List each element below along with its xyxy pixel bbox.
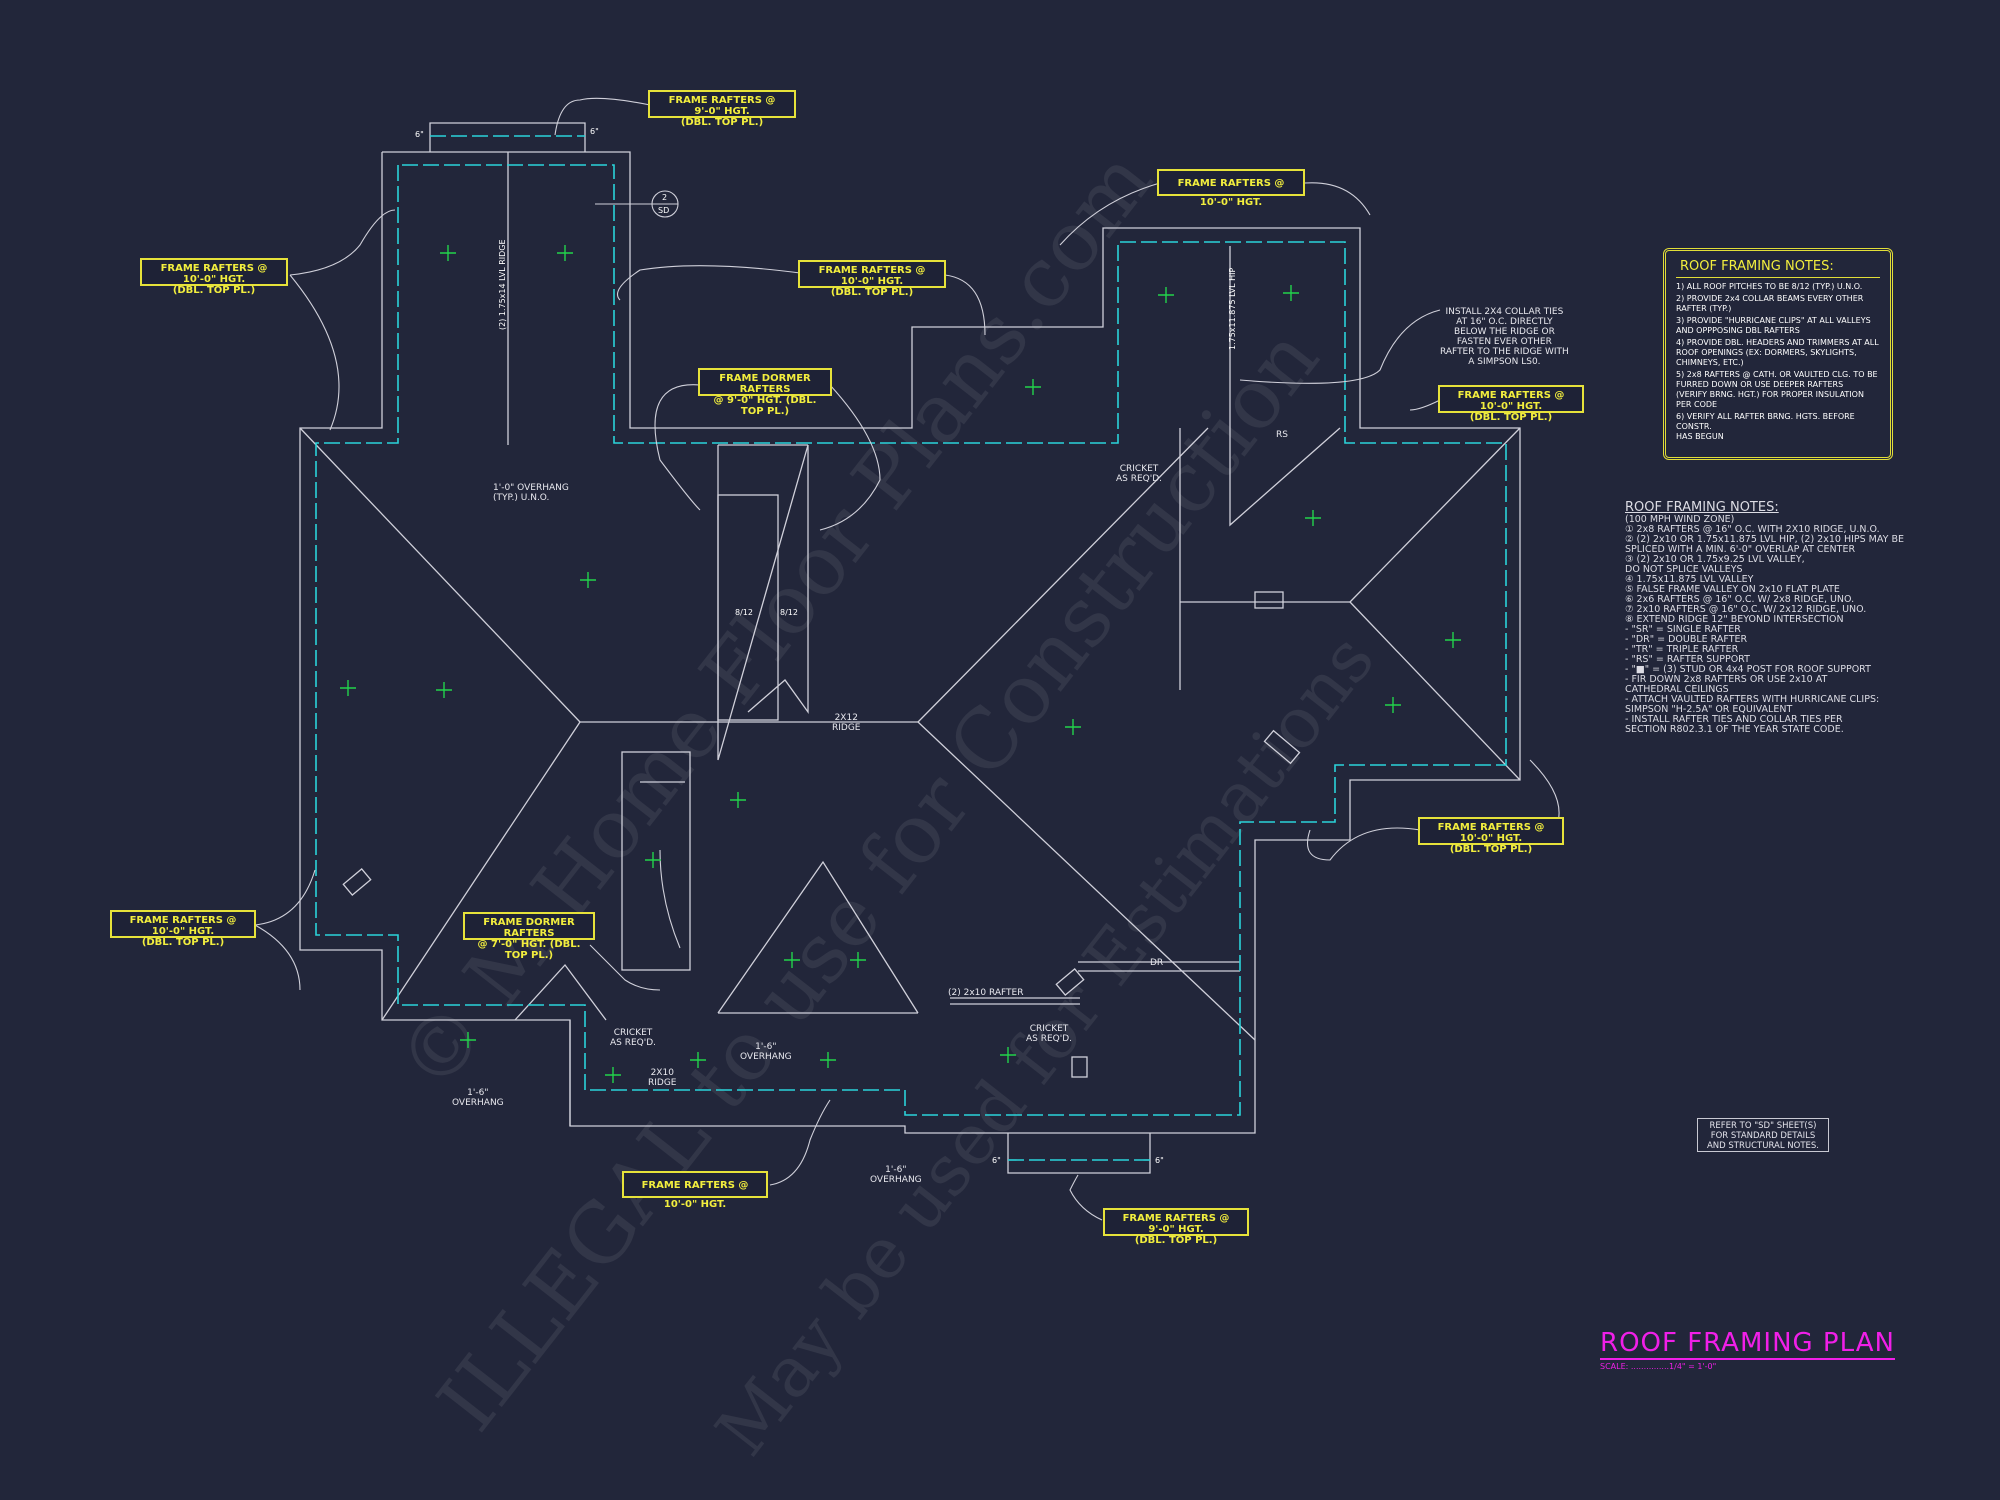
ridge-lvl-label: (2) 1.75x14 LVL RIDGE [498, 239, 507, 330]
hip-line [299, 427, 581, 723]
notes-list-item: - "SR" = SINGLE RAFTER [1625, 624, 1741, 635]
ridge-2x10-label: 2X10 RIDGE [648, 1068, 677, 1088]
callout-frame-rafters-bottom: FRAME RAFTERS @ 9'-0" HGT. (DBL. TOP PL.… [1103, 1208, 1249, 1246]
dim-six-inch: 6" [992, 1156, 1001, 1165]
overhang-main-note: 1'-0" OVERHANG (TYP.) U.N.O. [493, 483, 569, 503]
notes-box-item: 2) PROVIDE 2x4 COLLAR BEAMS EVERY OTHER … [1676, 294, 1864, 313]
cricket-note-a: CRICKET AS REQ'D. [1116, 464, 1163, 484]
notes-list-item: ③ (2) 2x10 OR 1.75x9.25 LVL VALLEY, DO N… [1625, 554, 1805, 575]
notes-list-item: ⑦ 2x10 RAFTERS @ 16" O.C. W/ 2x12 RIDGE,… [1625, 604, 1867, 615]
dim-six-inch: 6" [590, 127, 599, 136]
callout-frame-rafters-left: FRAME RAFTERS @ 10'-0" HGT. (DBL. TOP PL… [140, 258, 288, 296]
dim-pitch: 8/12 [780, 608, 798, 617]
callout-frame-dormer-rafters-low: FRAME DORMER RAFTERS @ 7'-0" HGT. (DBL. … [463, 912, 595, 961]
dr-label: DR [1150, 958, 1164, 968]
notes-box-item: 4) PROVIDE DBL. HEADERS AND TRIMMERS AT … [1676, 338, 1879, 367]
rafter-2x10-label: (2) 2x10 RAFTER [948, 988, 1024, 998]
section-tag-top: 2 [662, 193, 668, 202]
notes-list-item: - "TR" = TRIPLE RAFTER [1625, 644, 1739, 655]
overhang-note-b: 1'-6" OVERHANG [740, 1042, 792, 1062]
notes-list-item: ① 2x8 RAFTERS @ 16" O.C. WITH 2X10 RIDGE… [1625, 524, 1880, 535]
notes-list-item: - "DR" = DOUBLE RAFTER [1625, 634, 1748, 645]
section-tag-bottom: SD [658, 206, 670, 215]
notes-list-item: - "RS" = RAFTER SUPPORT [1625, 654, 1750, 665]
notes-list-item: ⑤ FALSE FRAME VALLEY ON 2x10 FLAT PLATE [1625, 584, 1840, 595]
callout-frame-rafters-west: FRAME RAFTERS @ 10'-0" HGT. (DBL. TOP PL… [110, 910, 256, 948]
notes-list-item: (100 MPH WIND ZONE) [1625, 514, 1735, 525]
callout-frame-rafters-top: FRAME RAFTERS @ 9'-0" HGT. (DBL. TOP PL.… [648, 90, 796, 128]
notes-box-title: ROOF FRAMING NOTES: [1676, 257, 1880, 278]
callout-frame-dormer-rafters-top: FRAME DORMER RAFTERS @ 9'-0" HGT. (DBL. … [698, 368, 832, 417]
notes-list-item: ② (2) 2x10 OR 1.75x11.875 LVL HIP, (2) 2… [1625, 534, 1904, 555]
notes-list-item: ④ 1.75x11.875 LVL VALLEY [1625, 574, 1754, 585]
notes-list-item: - "■" = (3) STUD OR 4x4 POST FOR ROOF SU… [1625, 664, 1871, 675]
dim-pitch: 8/12 [735, 608, 753, 617]
notes-list-item: - ATTACH VAULTED RAFTERS WITH HURRICANE … [1625, 694, 1880, 715]
cricket-note-b: CRICKET AS REQ'D. [610, 1028, 657, 1048]
dim-six-inch: 6" [415, 130, 424, 139]
overhang-note-a: 1'-6" OVERHANG [452, 1088, 504, 1108]
notes-list-item: - FIR DOWN 2x8 RAFTERS OR USE 2x10 AT CA… [1625, 674, 1828, 695]
rs-label: RS [1276, 430, 1288, 440]
sheet-scale: SCALE: ...............1/4" = 1'-0" [1600, 1362, 1717, 1371]
callout-frame-rafters-south: FRAME RAFTERS @ 10'-0" HGT. [622, 1171, 768, 1210]
notes-box-item: 3) PROVIDE "HURRICANE CLIPS" AT ALL VALL… [1676, 316, 1871, 335]
overhang-note-c: 1'-6" OVERHANG [870, 1165, 922, 1185]
dim-six-inch: 6" [1155, 1156, 1164, 1165]
notes-box-item: 6) VERIFY ALL RAFTER BRNG. HGTS. BEFORE … [1676, 412, 1855, 441]
notes-list-title: ROOF FRAMING NOTES: [1625, 500, 1779, 515]
notes-box-item: 1) ALL ROOF PITCHES TO BE 8/12 (TYP.) U.… [1676, 282, 1863, 291]
wall-line [315, 164, 1507, 1116]
reference-note-box: REFER TO "SD" SHEET(S) FOR STANDARD DETA… [1697, 1118, 1829, 1152]
callout-frame-rafters-east: FRAME RAFTERS @ 10'-0" HGT. (DBL. TOP PL… [1438, 385, 1584, 423]
roof-framing-notes-list: ROOF FRAMING NOTES: (100 MPH WIND ZONE) … [1625, 500, 1925, 735]
hip-lvl-label: 1.75x11.875 LVL HIP [1228, 267, 1237, 350]
callout-frame-rafters-mid: FRAME RAFTERS @ 10'-0" HGT. (DBL. TOP PL… [798, 260, 946, 298]
callout-frame-rafters-ne: FRAME RAFTERS @ 10'-0" HGT. [1157, 169, 1305, 208]
hip-line [381, 721, 581, 1021]
notes-list-item: ⑧ EXTEND RIDGE 12" BEYOND INTERSECTION [1625, 614, 1844, 625]
notes-box-item: 5) 2x8 RAFTERS @ CATH. OR VAULTED CLG. T… [1676, 370, 1878, 409]
roof-outline [299, 151, 1521, 1134]
callout-frame-rafters-se: FRAME RAFTERS @ 10'-0" HGT. (DBL. TOP PL… [1418, 817, 1564, 855]
notes-list-item: ⑥ 2x6 RAFTERS @ 16" O.C. W/ 2x8 RIDGE, U… [1625, 594, 1855, 605]
main-ridge-label: 2X12 RIDGE [832, 713, 861, 733]
roof-framing-notes-box: ROOF FRAMING NOTES: 1) ALL ROOF PITCHES … [1663, 248, 1893, 460]
collar-ties-note: INSTALL 2X4 COLLAR TIES AT 16" O.C. DIRE… [1440, 307, 1569, 367]
cricket-note-c: CRICKET AS REQ'D. [1026, 1024, 1073, 1044]
notes-list-item: - INSTALL RAFTER TIES AND COLLAR TIES PE… [1625, 714, 1844, 735]
sheet-title: ROOF FRAMING PLAN [1600, 1328, 1895, 1360]
hip-line [917, 721, 1256, 1041]
hip-line [917, 427, 1209, 723]
